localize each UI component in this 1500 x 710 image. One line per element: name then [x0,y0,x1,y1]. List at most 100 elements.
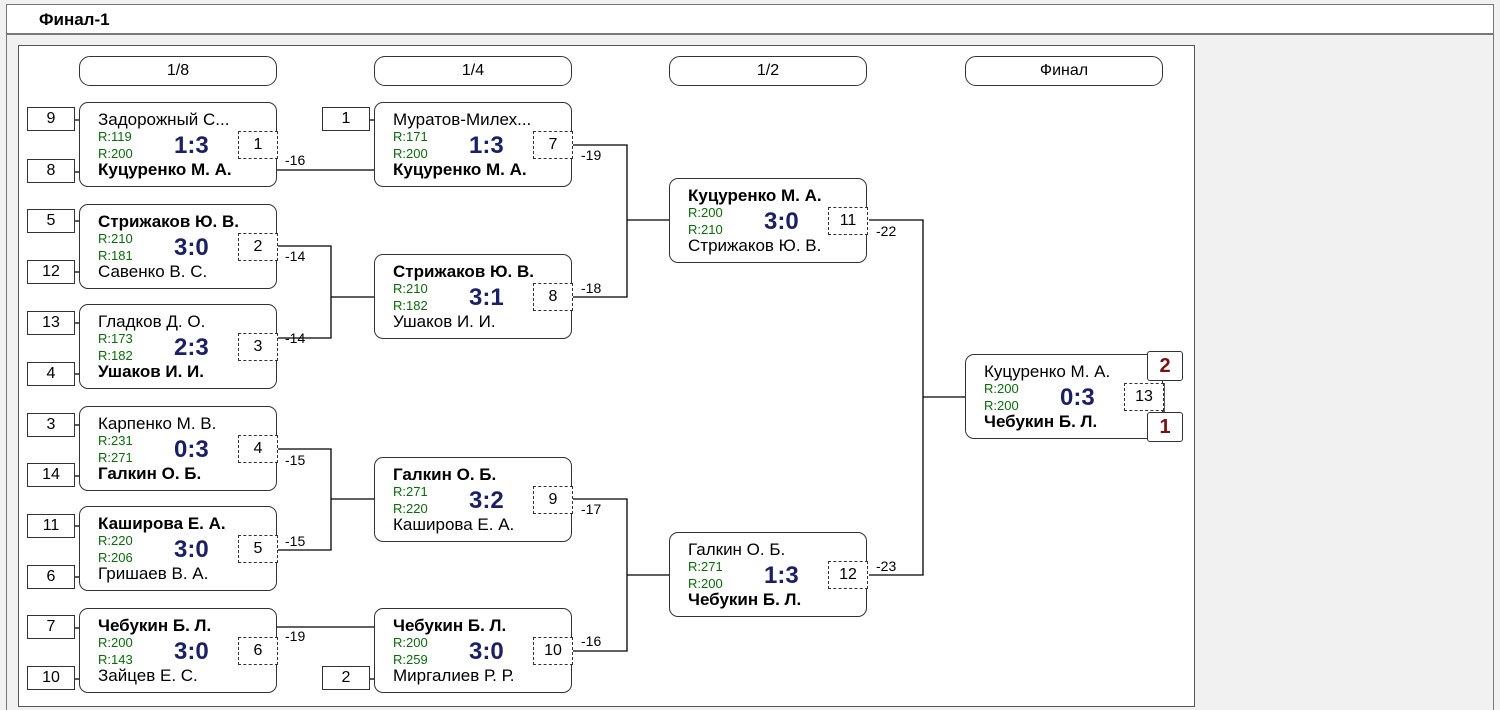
rating-top: R:200 [98,635,133,650]
match-score: 1:3 [764,562,799,589]
seed-box: 8 [27,159,75,183]
player-top-winner: Галкин О. Б. [393,465,497,484]
match-number: 2 [238,233,278,261]
player-top: Задорожный С... [98,110,230,129]
seed-box: 2 [322,666,370,690]
match-number: 12 [828,561,868,589]
match-number: 9 [533,486,573,514]
rating-top: R:231 [98,433,133,448]
match-card[interactable]: Галкин О. Б. R:271 R:200 1:3 12 Чебукин … [669,532,868,617]
place-badge-second: 2 [1147,351,1183,381]
rating-top: R:210 [393,281,428,296]
rating-top: R:119 [98,129,132,144]
match-score: 3:0 [764,208,799,235]
loser-destination: -18 [581,280,602,296]
loser-destination: -23 [876,558,897,574]
seed-box: 5 [27,209,75,233]
rating-bottom: R:200 [688,576,723,591]
round-header-1-8: 1/8 [79,56,277,86]
player-top-winner: Стрижаков Ю. В. [393,262,534,281]
rating-top: R:220 [98,533,133,548]
match-number: 8 [533,283,573,311]
player-bottom-winner: Чебукин Б. Л. [688,590,802,609]
player-bottom-winner: Чебукин Б. Л. [984,412,1098,431]
seed-box: 1 [322,107,370,131]
match-number: 10 [533,637,573,665]
rating-top: R:171 [393,129,428,144]
match-number: 1 [238,131,278,159]
player-bottom: Савенко В. С. [98,262,208,281]
match-card[interactable]: Стрижаков Ю. В. R:210 R:182 3:1 8 Ушаков… [374,254,573,339]
rating-top: R:200 [688,205,723,220]
seed-box: 10 [27,666,75,690]
rating-top: R:200 [393,635,428,650]
match-score: 3:2 [469,487,504,514]
match-card[interactable]: Галкин О. Б. R:271 R:220 3:2 9 Каширова … [374,457,573,542]
match-score: 2:3 [174,334,209,361]
match-score: 1:3 [174,132,209,159]
match-score: 3:0 [174,638,209,665]
loser-destination: -16 [285,152,306,168]
player-top: Гладков Д. О. [98,312,206,331]
rating-bottom: R:200 [984,398,1019,413]
match-card[interactable]: Муратов-Милех... R:171 R:200 1:3 7 Куцур… [374,102,573,187]
loser-destination: -15 [285,452,306,468]
seed-box: 13 [27,311,75,335]
player-top-winner: Стрижаков Ю. В. [98,212,239,231]
loser-destination: -15 [285,533,306,549]
player-top-winner: Куцуренко М. А. [688,186,822,205]
match-score: 3:1 [469,284,504,311]
player-bottom-winner: Куцуренко М. А. [98,160,232,179]
player-top: Карпенко М. В. [98,414,217,433]
match-card[interactable]: Гладков Д. О. R:173 R:182 2:3 3 Ушаков И… [79,304,278,389]
loser-destination: -14 [285,248,306,264]
match-score: 0:3 [1060,384,1095,411]
match-card[interactable]: Каширова Е. А. R:220 R:206 3:0 5 Гришаев… [79,506,278,591]
rating-bottom: R:143 [98,652,133,667]
player-bottom: Гришаев В. А. [98,564,209,583]
player-bottom: Каширова Е. А. [393,515,515,534]
player-top: Куцуренко М. А. [984,362,1111,381]
match-number: 11 [828,207,868,235]
loser-destination: -22 [876,223,897,239]
window-titlebar: Финал-1 [6,4,1494,34]
seed-box: 6 [27,565,75,589]
match-card[interactable]: Куцуренко М. А. R:200 R:210 3:0 11 Стриж… [669,178,868,263]
player-bottom-winner: Ушаков И. И. [98,362,205,381]
match-number: 3 [238,333,278,361]
seed-box: 9 [27,107,75,131]
player-top-winner: Чебукин Б. Л. [98,616,212,635]
seed-box: 7 [27,615,75,639]
loser-destination: -14 [285,330,306,346]
round-header-final: Финал [965,56,1163,86]
match-card[interactable]: Чебукин Б. Л. R:200 R:143 3:0 6 Зайцев Е… [79,608,278,693]
loser-destination: -17 [581,501,602,517]
match-number: 5 [238,535,278,563]
match-number: 7 [533,131,573,159]
seed-box: 11 [27,514,75,538]
window-title: Финал-1 [39,10,110,29]
player-bottom: Стрижаков Ю. В. [688,236,822,255]
player-top-winner: Каширова Е. А. [98,514,226,533]
rating-bottom: R:181 [98,248,133,263]
final-match-card[interactable]: Куцуренко М. А. R:200 R:200 0:3 13 Чебук… [965,354,1164,439]
match-score: 0:3 [174,436,209,463]
rating-bottom: R:271 [98,450,133,465]
player-bottom: Зайцев Е. С. [98,666,198,685]
bracket-canvas: 1/8 1/4 1/2 Финал 9 8 5 12 13 4 3 14 11 … [18,45,1195,707]
player-bottom: Миргалиев Р. Р. [393,666,515,685]
player-bottom-winner: Куцуренко М. А. [393,160,527,179]
seed-box: 4 [27,362,75,386]
rating-bottom: R:200 [98,146,133,161]
loser-destination: -19 [581,147,602,163]
match-card[interactable]: Задорожный С... R:119 R:200 1:3 1 Куцуре… [79,102,278,187]
rating-bottom: R:182 [98,348,133,363]
match-card[interactable]: Чебукин Б. Л. R:200 R:259 3:0 10 Миргали… [374,608,573,693]
place-badge-first: 1 [1147,412,1183,442]
rating-top: R:271 [688,559,723,574]
match-card[interactable]: Стрижаков Ю. В. R:210 R:181 3:0 2 Савенк… [79,204,278,289]
player-bottom: Ушаков И. И. [393,312,496,331]
rating-bottom: R:206 [98,550,133,565]
match-card[interactable]: Карпенко М. В. R:231 R:271 0:3 4 Галкин … [79,406,278,491]
round-header-1-2: 1/2 [669,56,867,86]
